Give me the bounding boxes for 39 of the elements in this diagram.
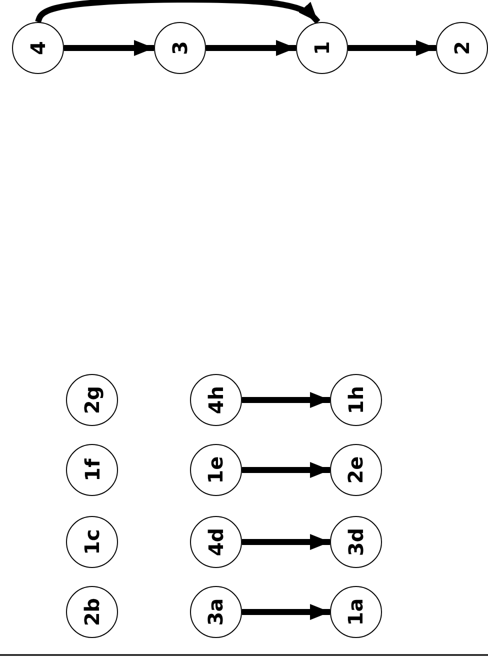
arrow: [206, 40, 296, 56]
arrow: [242, 392, 330, 408]
circle-node: [190, 586, 242, 638]
node-label: 1c: [82, 529, 102, 555]
arrow: [64, 40, 154, 56]
node-label: 3a: [206, 598, 226, 626]
circle-node: [330, 444, 382, 496]
circle-node: [330, 586, 382, 638]
node-label: 1e: [206, 456, 226, 484]
node-label: 3d: [346, 528, 366, 556]
node-label: 4d: [206, 528, 226, 556]
node-label: 1: [312, 41, 332, 55]
circle-node: [66, 444, 118, 496]
node-label: 2e: [346, 456, 366, 484]
circle-node: [66, 516, 118, 568]
circle-node: [190, 374, 242, 426]
arrow: [348, 40, 436, 56]
node-label: 1a: [346, 598, 366, 626]
circle-node: [330, 516, 382, 568]
circle-node: [190, 444, 242, 496]
node-label: 4h: [206, 386, 226, 414]
node-label: 1f: [82, 458, 102, 482]
node-label: 1h: [346, 386, 366, 414]
node-label: 3: [170, 41, 190, 55]
circle-node: [330, 374, 382, 426]
circle-node: [12, 22, 64, 74]
arrow: [242, 534, 330, 550]
node-label: 2b: [82, 598, 102, 626]
circle-node: [66, 374, 118, 426]
node-label: 4: [28, 41, 48, 55]
circle-node: [436, 22, 488, 74]
circle-node: [66, 586, 118, 638]
arrow: [242, 604, 330, 620]
circle-node: [190, 516, 242, 568]
circle-node: [154, 22, 206, 74]
circle-node: [296, 22, 348, 74]
node-label: 2: [452, 41, 472, 55]
node-label: 2g: [82, 386, 102, 414]
arrow: [242, 462, 330, 478]
